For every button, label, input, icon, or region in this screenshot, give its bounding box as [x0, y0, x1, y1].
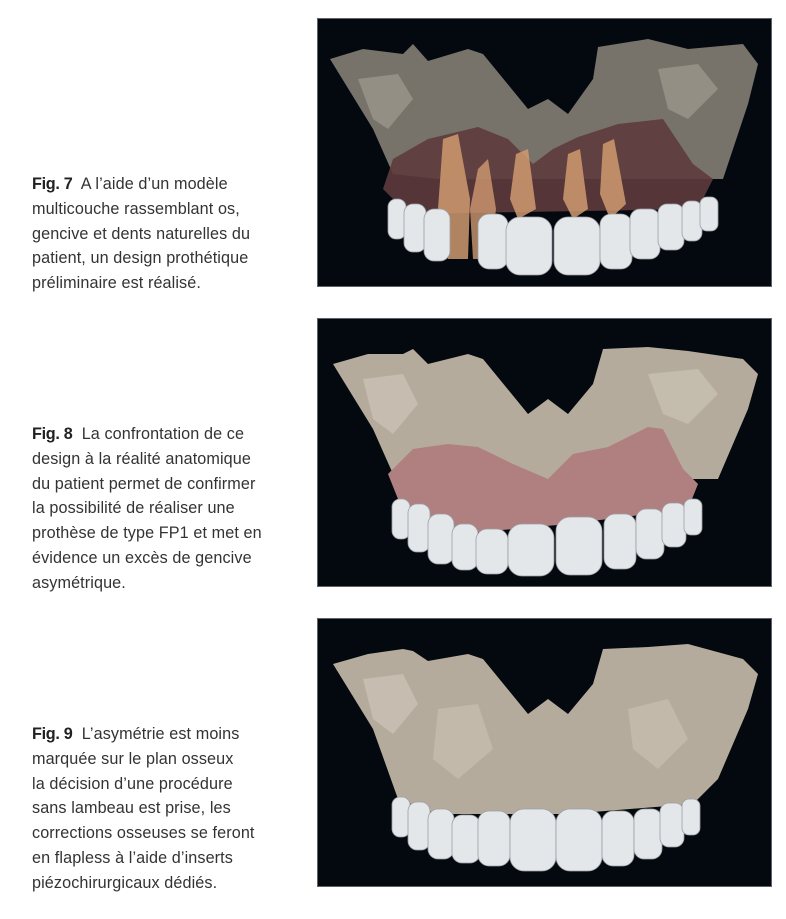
caption-line: patient, un design prothétique [32, 249, 249, 268]
caption-line: A l’aide d’un modèle [80, 175, 228, 193]
caption-line: multicouche rassemblant os, [32, 199, 240, 218]
figure-9-label: Fig. 9 [32, 725, 73, 743]
caption-line: en flapless à l’aide d’inserts [32, 848, 233, 867]
caption-line: prothèse de type FP1 et met en [32, 524, 262, 543]
dental-3d-model-bone-teeth [333, 644, 758, 872]
figure-7-image [318, 19, 771, 286]
figure-9-caption: Fig. 9 L’asymétrie est moins marquée sur… [32, 722, 302, 896]
caption-line: la possibilité de réaliser une [32, 499, 235, 518]
caption-line: asymétrique. [32, 573, 126, 592]
dental-3d-model-bone-gingiva [333, 347, 758, 577]
caption-line: marquée sur le plan osseux [32, 749, 234, 768]
figure-8-label: Fig. 8 [32, 425, 73, 443]
caption-line: la décision d’une procédure [32, 774, 233, 793]
figure-8-image [318, 319, 771, 586]
caption-line: corrections osseuses se feront [32, 824, 255, 843]
figure-9-image [318, 619, 771, 886]
caption-line: préliminaire est réalisé. [32, 274, 201, 293]
caption-line: gencive et dents naturelles du [32, 224, 251, 243]
dental-3d-model-multilayer [330, 39, 758, 276]
caption-line: évidence un excès de gencive [32, 548, 252, 567]
caption-line: piézochirurgicaux dédiés. [32, 873, 218, 892]
caption-line: L’asymétrie est moins [81, 725, 240, 743]
caption-line: sans lambeau est prise, les [32, 799, 231, 818]
caption-line: design à la réalité anatomique [32, 449, 251, 468]
caption-line: La confrontation de ce [81, 425, 245, 443]
caption-line: du patient permet de confirmer [32, 474, 256, 493]
figure-7-label: Fig. 7 [32, 175, 73, 193]
figure-8-caption: Fig. 8 La confrontation de ce design à l… [32, 422, 302, 596]
figure-7-caption: Fig. 7 A l’aide d’un modèle multicouche … [32, 172, 302, 296]
